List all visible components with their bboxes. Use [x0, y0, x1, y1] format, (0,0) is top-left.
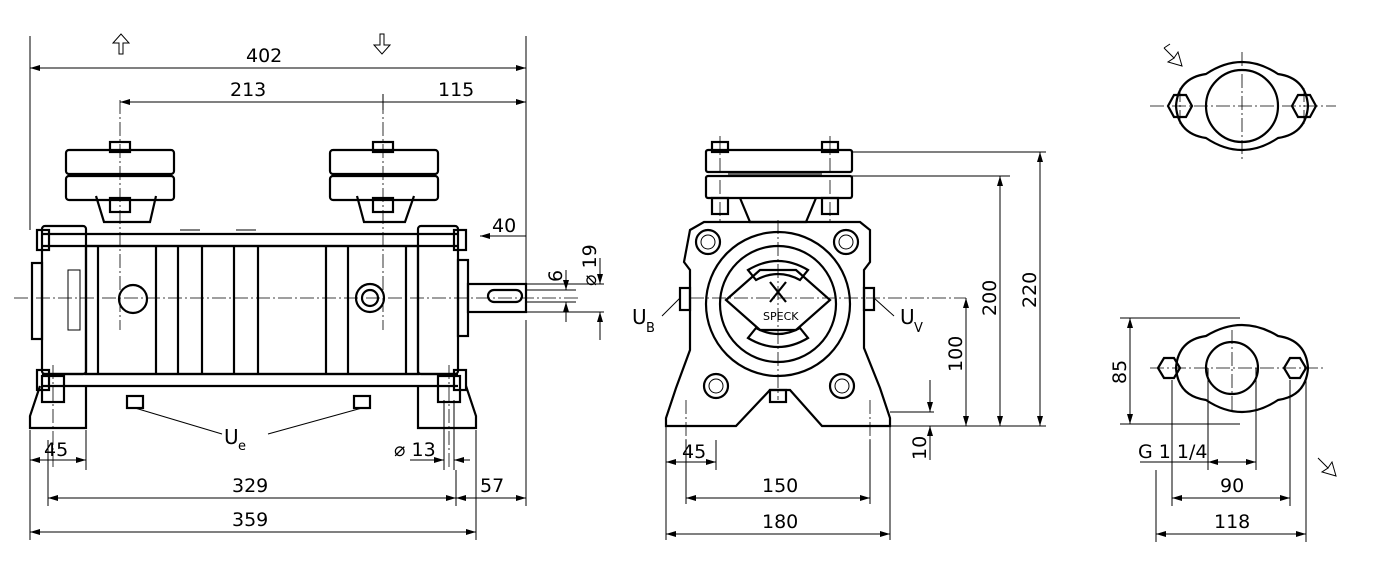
- uv-subscript: V: [914, 321, 923, 336]
- flange-top-view: [1150, 43, 1336, 160]
- arrow-down-icon: [372, 33, 392, 55]
- dim-flange-width: 118: [1214, 511, 1250, 533]
- arrow-diagonal-out-icon: [1317, 457, 1337, 477]
- dim-flange-height: 85: [1109, 360, 1131, 384]
- front-view: SPECK U B U V 200: [632, 136, 1046, 540]
- ue-label: U: [224, 425, 239, 449]
- dim-front-foot-spacing: 150: [762, 475, 798, 497]
- flange-bottom-view: 85 G 1 1/4 90 118: [1109, 317, 1337, 542]
- dim-hole-diameter: ⌀ 13: [394, 439, 436, 461]
- ub-label: U: [632, 305, 647, 329]
- uv-label: U: [900, 305, 915, 329]
- dim-shaft-height: 200: [979, 280, 1001, 316]
- dim-flange-bolt-spacing: 90: [1220, 475, 1244, 497]
- dim-flange-spacing: 213: [230, 79, 266, 101]
- dim-front-foot-offset: 45: [682, 441, 706, 463]
- side-view: 402 213 115 40 6 ⌀ 19 U e 45 ⌀ 13: [14, 33, 604, 540]
- ub-subscript: B: [646, 321, 655, 336]
- dim-shaft-end: 57: [480, 475, 504, 497]
- dim-front-base-width: 180: [762, 511, 798, 533]
- brand-label: SPECK: [763, 310, 799, 323]
- dim-overall-length: 402: [246, 45, 282, 67]
- dim-key-width: 6: [545, 270, 567, 282]
- dim-center-height: 100: [945, 336, 967, 372]
- ue-subscript: e: [238, 439, 246, 454]
- dim-shaft-diameter: ⌀ 19: [579, 244, 601, 286]
- dim-total-height: 220: [1019, 272, 1041, 308]
- dim-foot-thickness: 10: [909, 436, 931, 460]
- dim-shaft-protrusion: 40: [492, 215, 516, 237]
- dim-foot-offset: 45: [44, 439, 68, 461]
- dim-flange-to-end: 115: [438, 79, 474, 101]
- dim-foot-spacing: 329: [232, 475, 268, 497]
- dim-base-length: 359: [232, 509, 268, 531]
- arrow-up-icon: [111, 33, 131, 55]
- arrow-diagonal-in-icon: [1163, 43, 1183, 67]
- dim-flange-thread: G 1 1/4: [1138, 441, 1207, 463]
